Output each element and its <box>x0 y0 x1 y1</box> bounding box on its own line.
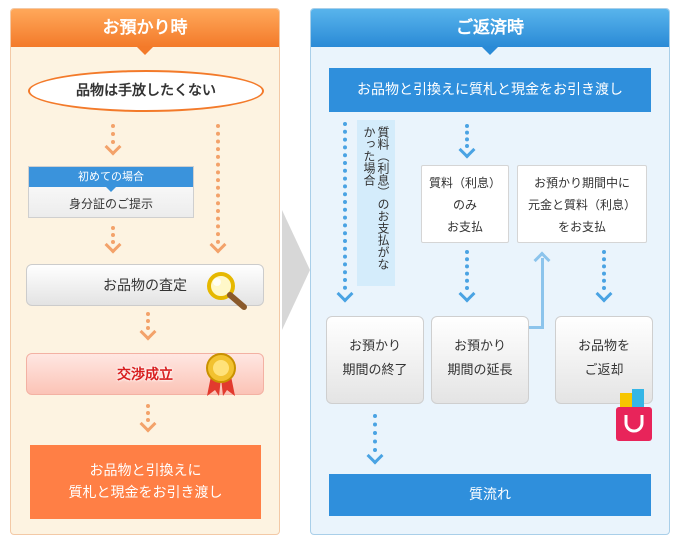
magnifier-icon <box>207 272 247 310</box>
repayment-banner: お品物と引換えに質札と現金をお引き渡し <box>329 68 651 112</box>
id-card-label: 身分証のご提示 <box>68 197 153 211</box>
principal-line-1: お預かり期間中に <box>533 176 630 190</box>
exchange-line-1: お品物と引換えに <box>89 463 202 479</box>
transition-arrow-icon <box>282 210 310 330</box>
deposit-header: お預かり時 <box>11 9 279 55</box>
agreement-label: 交渉成立 <box>117 367 173 383</box>
connector <box>111 226 115 244</box>
interest-only-line-3: お支払 <box>446 220 483 234</box>
connector <box>146 404 150 422</box>
id-card-step: 初めての場合 身分証のご提示 <box>28 166 194 218</box>
connector <box>216 124 220 244</box>
principal-line-2: 元金と質料（利息） <box>527 198 636 212</box>
interest-only-line-2: のみ <box>452 198 477 212</box>
principal-line-3: をお支払 <box>557 220 606 234</box>
no-payment-note: 質料（利息）のお支払がなかった場合 <box>357 120 395 286</box>
forfeit-step: 質流れ <box>329 474 651 516</box>
connector <box>111 124 115 144</box>
exchange-line-2: 質札と現金をお引き渡し <box>68 485 223 501</box>
period-end-line-2: 期間の終了 <box>342 363 408 378</box>
period-extend-box: お預かり 期間の延長 <box>431 316 529 404</box>
return-line-2: ご返却 <box>584 363 624 378</box>
interest-only-box: 質料（利息） のみ お支払 <box>421 165 509 243</box>
period-extend-line-2: 期間の延長 <box>447 363 513 378</box>
connector <box>343 122 347 290</box>
connector <box>602 250 606 290</box>
first-time-tag: 初めての場合 <box>29 167 193 192</box>
period-end-box: お預かり 期間の終了 <box>326 316 424 404</box>
connector <box>373 414 377 452</box>
connector <box>146 312 150 330</box>
repayment-header: ご返済時 <box>311 9 669 55</box>
medal-icon <box>206 353 236 396</box>
start-node: 品物は手放したくない <box>28 70 264 112</box>
return-line-1: お品物を <box>577 339 630 354</box>
connector <box>465 250 469 290</box>
connector <box>529 326 543 329</box>
principal-payment-box: お預かり期間中に 元金と質料（利息） をお支払 <box>517 165 647 243</box>
connector <box>541 258 544 329</box>
period-extend-line-1: お預かり <box>453 339 506 354</box>
period-end-line-1: お預かり <box>348 339 401 354</box>
interest-only-line-1: 質料（利息） <box>428 176 501 190</box>
shopping-bag-icon <box>616 389 652 441</box>
connector <box>465 124 469 148</box>
exchange-step: お品物と引換えに 質札と現金をお引き渡し <box>30 445 261 519</box>
appraisal-label: お品物の査定 <box>103 278 187 294</box>
